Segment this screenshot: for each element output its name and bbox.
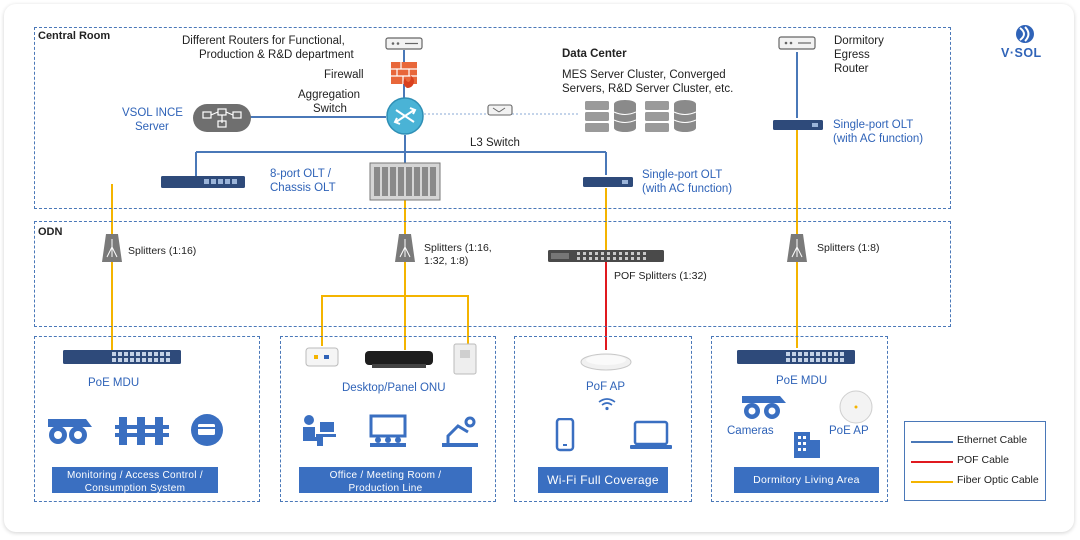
aggregation-switch-icon [386,97,424,135]
olt-singleport-dorm-icon [773,120,823,130]
chassis-olt-icon [369,162,441,201]
building-icon [794,432,820,458]
olt-singleport-label-line2: (with AC function) [642,183,733,195]
legend-label-pof: POF Cable [957,454,1009,466]
meeting-room-icon [369,414,407,447]
splitter-icon [102,234,122,262]
splitter2-label-line2: 1:32, 1:8) [424,255,469,267]
firewall-label: Firewall [324,69,364,81]
splitter-icon [395,234,415,262]
laptop-icon [630,420,672,449]
pof-splitter-label: POF Splitters (1:32) [614,270,707,282]
area2-tag: Office / Meeting Room / Production Line [299,467,472,494]
router-icon [385,37,423,50]
aggregation-switch-label-line1: Aggregation [298,89,361,101]
area2-tag-line1: Office / Meeting Room / [329,470,442,481]
legend-swatch-pof [911,461,953,463]
area-office-zone [280,336,496,502]
area1-tag: Monitoring / Access Control / Consumptio… [52,467,218,494]
panel-onu-icon [305,347,339,367]
olt-8port-icon [161,176,245,188]
ince-server-label-line2: Server [135,121,169,133]
diagram-card [4,4,1074,532]
data-center-line2: Servers, R&D Server Cluster, etc. [562,83,734,95]
area2-device-label: Desktop/Panel ONU [342,382,446,394]
pof-ap-icon [580,353,632,371]
ince-server-cloud-icon [193,104,251,132]
area4-tag: Dormitory Living Area [734,467,879,493]
routers-label-line1: Different Routers for Functional, [182,35,345,47]
area3-tag: Wi-Fi Full Coverage [538,467,668,493]
area-dormitory-zone [711,336,888,502]
cable-legend: Ethernet Cable POF Cable Fiber Optic Cab… [904,421,1046,501]
olt-8port-label-line2: Chassis OLT [270,182,336,194]
splitter1-label: Splitters (1:16) [128,245,197,257]
area2-tag-line2: Production Line [348,483,423,494]
area-monitoring-zone [34,336,260,502]
vsol-logo-text: V·SOL [1001,46,1042,60]
area3-device-label: PoF AP [586,381,625,393]
server-cluster-icon [585,100,697,132]
legend-swatch-fiber [911,481,953,483]
firewall-icon [391,62,417,88]
smartphone-icon [555,418,575,452]
l3-switch-label: L3 Switch [470,137,520,149]
splitter2-label-line1: Splitters (1:16, [424,242,492,254]
olt-singleport-label-line1: Single-port OLT [642,169,723,181]
pof-splitter-icon [548,250,664,262]
poe-mdu-icon [737,350,855,364]
splitter-icon [787,234,807,262]
central-room-label: Central Room [38,30,111,42]
olt-singleport-dorm-label-line1: Single-port OLT [833,119,914,131]
legend-label-fiber: Fiber Optic Cable [957,474,1039,486]
ince-server-label-line1: VSOL INCE [122,107,183,119]
legend-swatch-ethernet [911,441,953,443]
central-room-zone [34,27,951,209]
routers-label-line2: Production & R&D department [199,49,354,61]
area-wifi-zone [514,336,692,502]
small-switch-icon [487,104,513,116]
security-camera-icon [48,419,92,444]
dormitory-router-label-line1: Dormitory [834,35,884,47]
desktop-onu-icon [365,351,433,368]
dormitory-router-icon [778,36,816,50]
production-line-icon [442,416,478,447]
access-control-icon [115,417,169,445]
dormitory-router-label-line3: Router [834,63,869,75]
legend-label-ethernet: Ethernet Cable [957,434,1028,446]
odn-label: ODN [38,226,63,238]
poe-ap-icon [839,390,873,424]
office-worker-icon [303,415,336,446]
fiber-col2-branch [321,295,469,346]
dormitory-router-label-line2: Egress [834,49,870,61]
area1-tag-line1: Monitoring / Access Control / [67,470,203,481]
odn-zone [34,221,951,327]
area1-device-label: PoE MDU [88,377,140,389]
olt-singleport-icon [583,177,633,187]
olt-singleport-dorm-label-line2: (with AC function) [833,133,924,145]
olt-8port-label-line1: 8-port OLT / [270,168,331,180]
wifi-signal-icon [598,398,616,411]
aggregation-switch-label-line2: Switch [313,103,347,115]
area4-poe-ap-label: PoE AP [829,425,869,437]
vsol-logo-icon [1016,25,1034,43]
area4-device-label: PoE MDU [776,375,828,387]
wall-onu-icon [453,343,477,375]
area1-tag-line2: Consumption System [84,483,186,494]
data-center-line1: MES Server Cluster, Converged [562,69,726,81]
area4-cameras-label: Cameras [727,425,774,437]
splitter4-label: Splitters (1:8) [817,242,880,254]
payment-terminal-icon [191,414,223,446]
data-center-title: Data Center [562,48,627,60]
poe-mdu-icon [63,350,181,364]
security-camera-icon [742,396,786,419]
ethernet-cables [195,50,798,176]
